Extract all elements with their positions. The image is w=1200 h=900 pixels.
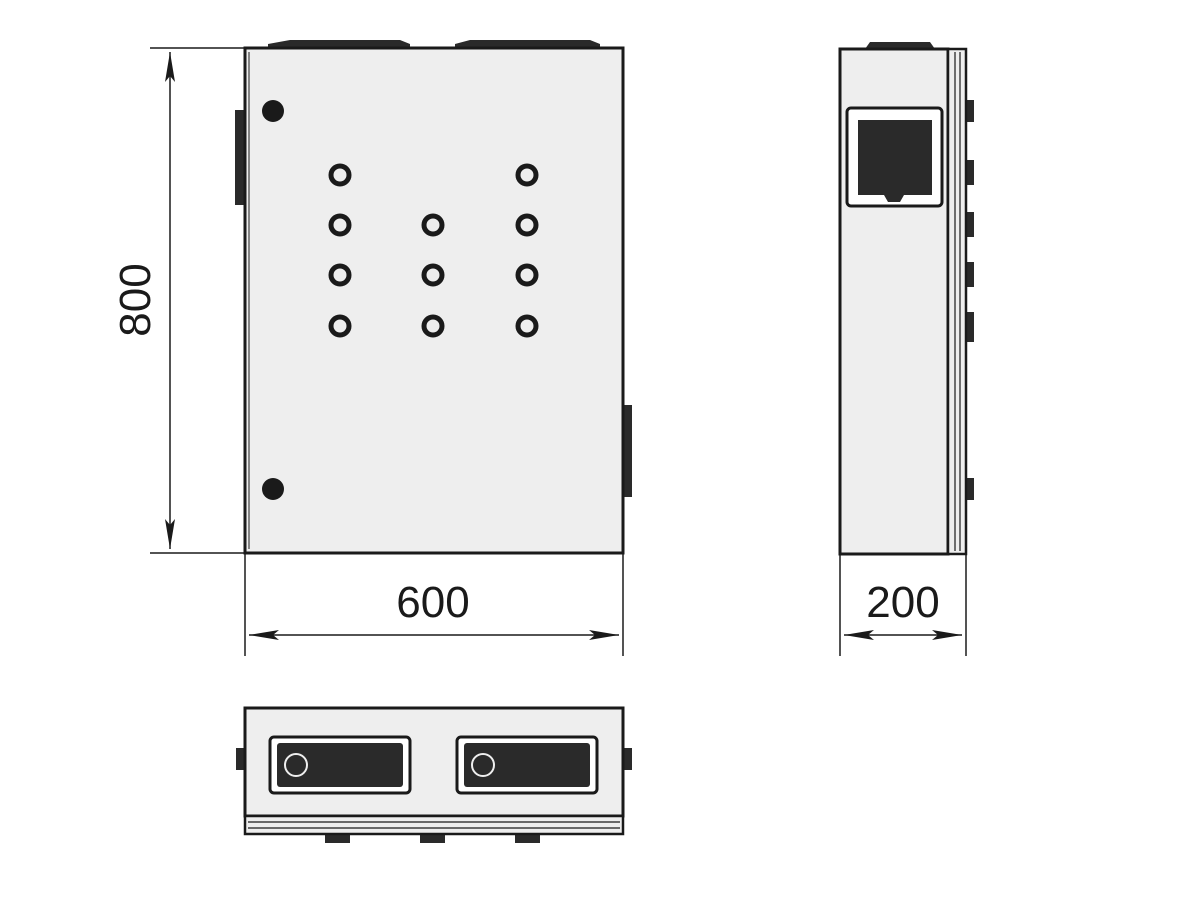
height-dimension: 800 [111, 47, 245, 554]
side-bump [966, 262, 974, 287]
gland-hole [421, 314, 445, 338]
gland-holes [328, 163, 539, 338]
side-door-edge [946, 47, 968, 556]
side-bump [966, 212, 974, 237]
gland-hole [328, 213, 352, 237]
lock-point-top [262, 100, 284, 122]
side-top-gland [865, 42, 935, 49]
lock-point-bottom [262, 478, 284, 500]
bottom-view [236, 706, 632, 843]
right-latch [622, 405, 632, 497]
bottom-door-edge [243, 814, 625, 836]
gland-hole [515, 314, 539, 338]
bottom-bump-right [624, 748, 632, 770]
left-hinge-top [235, 110, 245, 205]
front-view [235, 40, 632, 555]
width-dimension: 600 [244, 553, 624, 656]
side-bump [966, 478, 974, 500]
side-bump [966, 312, 974, 342]
gland-hole [328, 163, 352, 187]
gland-hole [515, 263, 539, 287]
gland-hole [328, 314, 352, 338]
bottom-foot [325, 833, 350, 843]
gland-hole [421, 213, 445, 237]
depth-label: 200 [866, 578, 939, 627]
bottom-foot [420, 833, 445, 843]
enclosure-door [243, 46, 625, 555]
side-bump [966, 100, 974, 122]
gland-hole [515, 163, 539, 187]
height-label: 800 [111, 263, 160, 336]
gland-hole [421, 263, 445, 287]
gland-plate-right [455, 735, 599, 795]
bottom-foot [515, 833, 540, 843]
bottom-bump-left [236, 748, 244, 770]
side-view [838, 42, 974, 556]
depth-dimension: 200 [839, 554, 967, 656]
gland-hole [328, 263, 352, 287]
gland-plate-left [268, 735, 412, 795]
side-bump [966, 160, 974, 185]
gland-hole [515, 213, 539, 237]
side-window [858, 120, 932, 202]
width-label: 600 [396, 578, 469, 627]
